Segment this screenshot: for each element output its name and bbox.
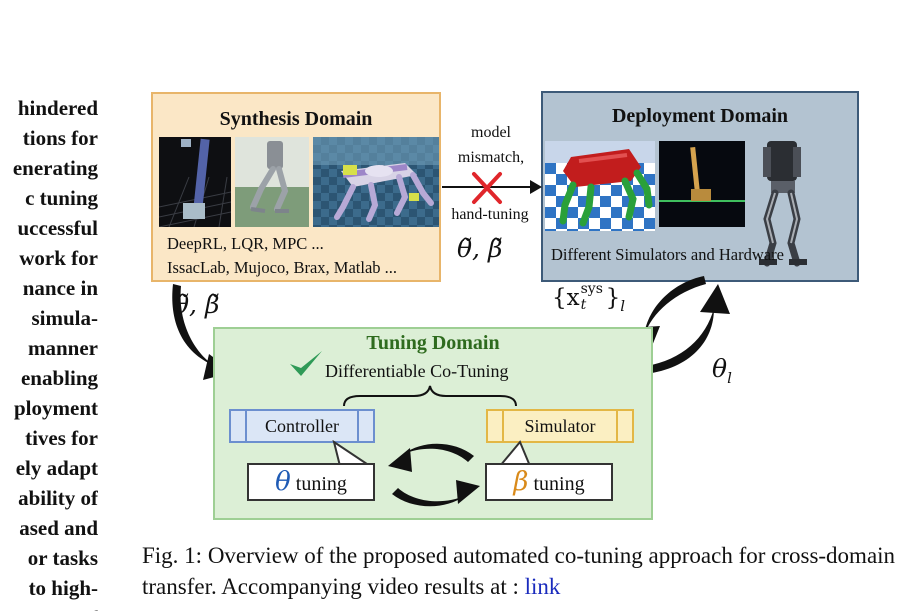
synthesis-methods-text: DeepRL, LQR, MPC ... — [167, 234, 324, 253]
simulator-label: Simulator — [524, 416, 596, 436]
observation-sub: t — [580, 297, 587, 313]
beta-symbol: β — [513, 467, 529, 497]
caption-text: Fig. 1: Overview of the proposed automat… — [142, 543, 896, 599]
body-text-line: uccessful — [17, 216, 99, 240]
observation-close: } — [605, 285, 621, 311]
deployment-domain-box: Deployment Domain — [541, 91, 859, 282]
humanoid-robot-image — [753, 139, 813, 269]
theta-tuning-label: tuning — [295, 473, 347, 495]
body-text-line: hindered — [17, 96, 98, 120]
body-text-line: c tuning — [25, 186, 98, 210]
red-quadruped-image — [545, 141, 655, 231]
quadruped-sim-image — [313, 137, 439, 227]
synthesis-domain-box: Synthesis Domain — [151, 92, 441, 282]
observation-index: l — [620, 297, 626, 315]
transfer-params: θ̃, β̃ — [457, 234, 503, 263]
body-text-line: tions for — [22, 126, 98, 150]
theta-symbol: θ — [275, 467, 291, 497]
observation-base: {x — [552, 285, 580, 311]
controller-divider-right — [357, 411, 359, 441]
body-text-line: f — [91, 603, 98, 611]
body-text-line: to high- — [28, 576, 98, 600]
caption-link[interactable]: link — [524, 574, 561, 599]
tuning-title: Tuning Domain — [366, 332, 500, 354]
body-text-line: tives for — [25, 426, 98, 450]
controller-label: Controller — [265, 416, 339, 436]
left-params: θ̃, β̃ — [174, 290, 220, 319]
synthesis-tools-text: IssacLab, Mujoco, Brax, Matlab ... — [167, 258, 398, 277]
simulator-block: Simulator — [486, 409, 634, 443]
body-text-line: ability of — [18, 486, 98, 510]
body-text-line: or tasks — [27, 546, 98, 570]
mismatch-label: mismatch, — [457, 149, 525, 166]
body-text-line: work for — [19, 246, 98, 270]
cartpole-sim-image — [659, 141, 745, 227]
theta-l-label: θl — [712, 354, 732, 387]
cycle-arrows — [388, 443, 480, 507]
body-text-line: enerating — [12, 156, 98, 180]
check-icon — [290, 351, 322, 376]
deployment-subtitle: Different Simulators and Hardware — [551, 245, 784, 264]
body-text-line: ased and — [19, 516, 98, 540]
beta-tuning-box: β tuning — [485, 463, 613, 501]
body-text-line: manner — [28, 336, 98, 360]
deployment-title: Deployment Domain — [611, 105, 789, 127]
body-text-line: ployment — [14, 396, 98, 420]
model-label: model — [471, 124, 511, 141]
pole-sim-image — [159, 137, 231, 227]
theta-l-index: l — [727, 369, 732, 387]
simulator-divider-right — [616, 411, 618, 441]
observation-sup: sys — [580, 281, 603, 297]
theta-tuning-box: θ tuning — [247, 463, 375, 501]
controller-block: Controller — [229, 409, 375, 443]
figure-caption: Fig. 1: Overview of the proposed automat… — [142, 540, 902, 602]
hopper-sim-image — [235, 137, 309, 227]
clipped-body-text: hindered tions for enerating c tuning uc… — [0, 93, 98, 611]
cross-icon — [472, 172, 502, 204]
synthesis-title: Synthesis Domain — [219, 108, 373, 130]
beta-tuning-label: tuning — [533, 473, 585, 495]
hand-tuning-label: hand-tuning — [451, 206, 529, 223]
body-text-line: nance in — [22, 276, 98, 300]
body-text-line: ely adapt — [15, 456, 98, 480]
body-text-line: simula- — [31, 306, 98, 330]
body-text-line: enabling — [20, 366, 98, 390]
simulator-divider-left — [502, 411, 504, 441]
theta-l-base: θ — [712, 354, 728, 383]
controller-divider-left — [245, 411, 247, 441]
tuning-subtitle: Differentiable Co-Tuning — [325, 361, 509, 381]
brace-shape — [343, 385, 517, 407]
